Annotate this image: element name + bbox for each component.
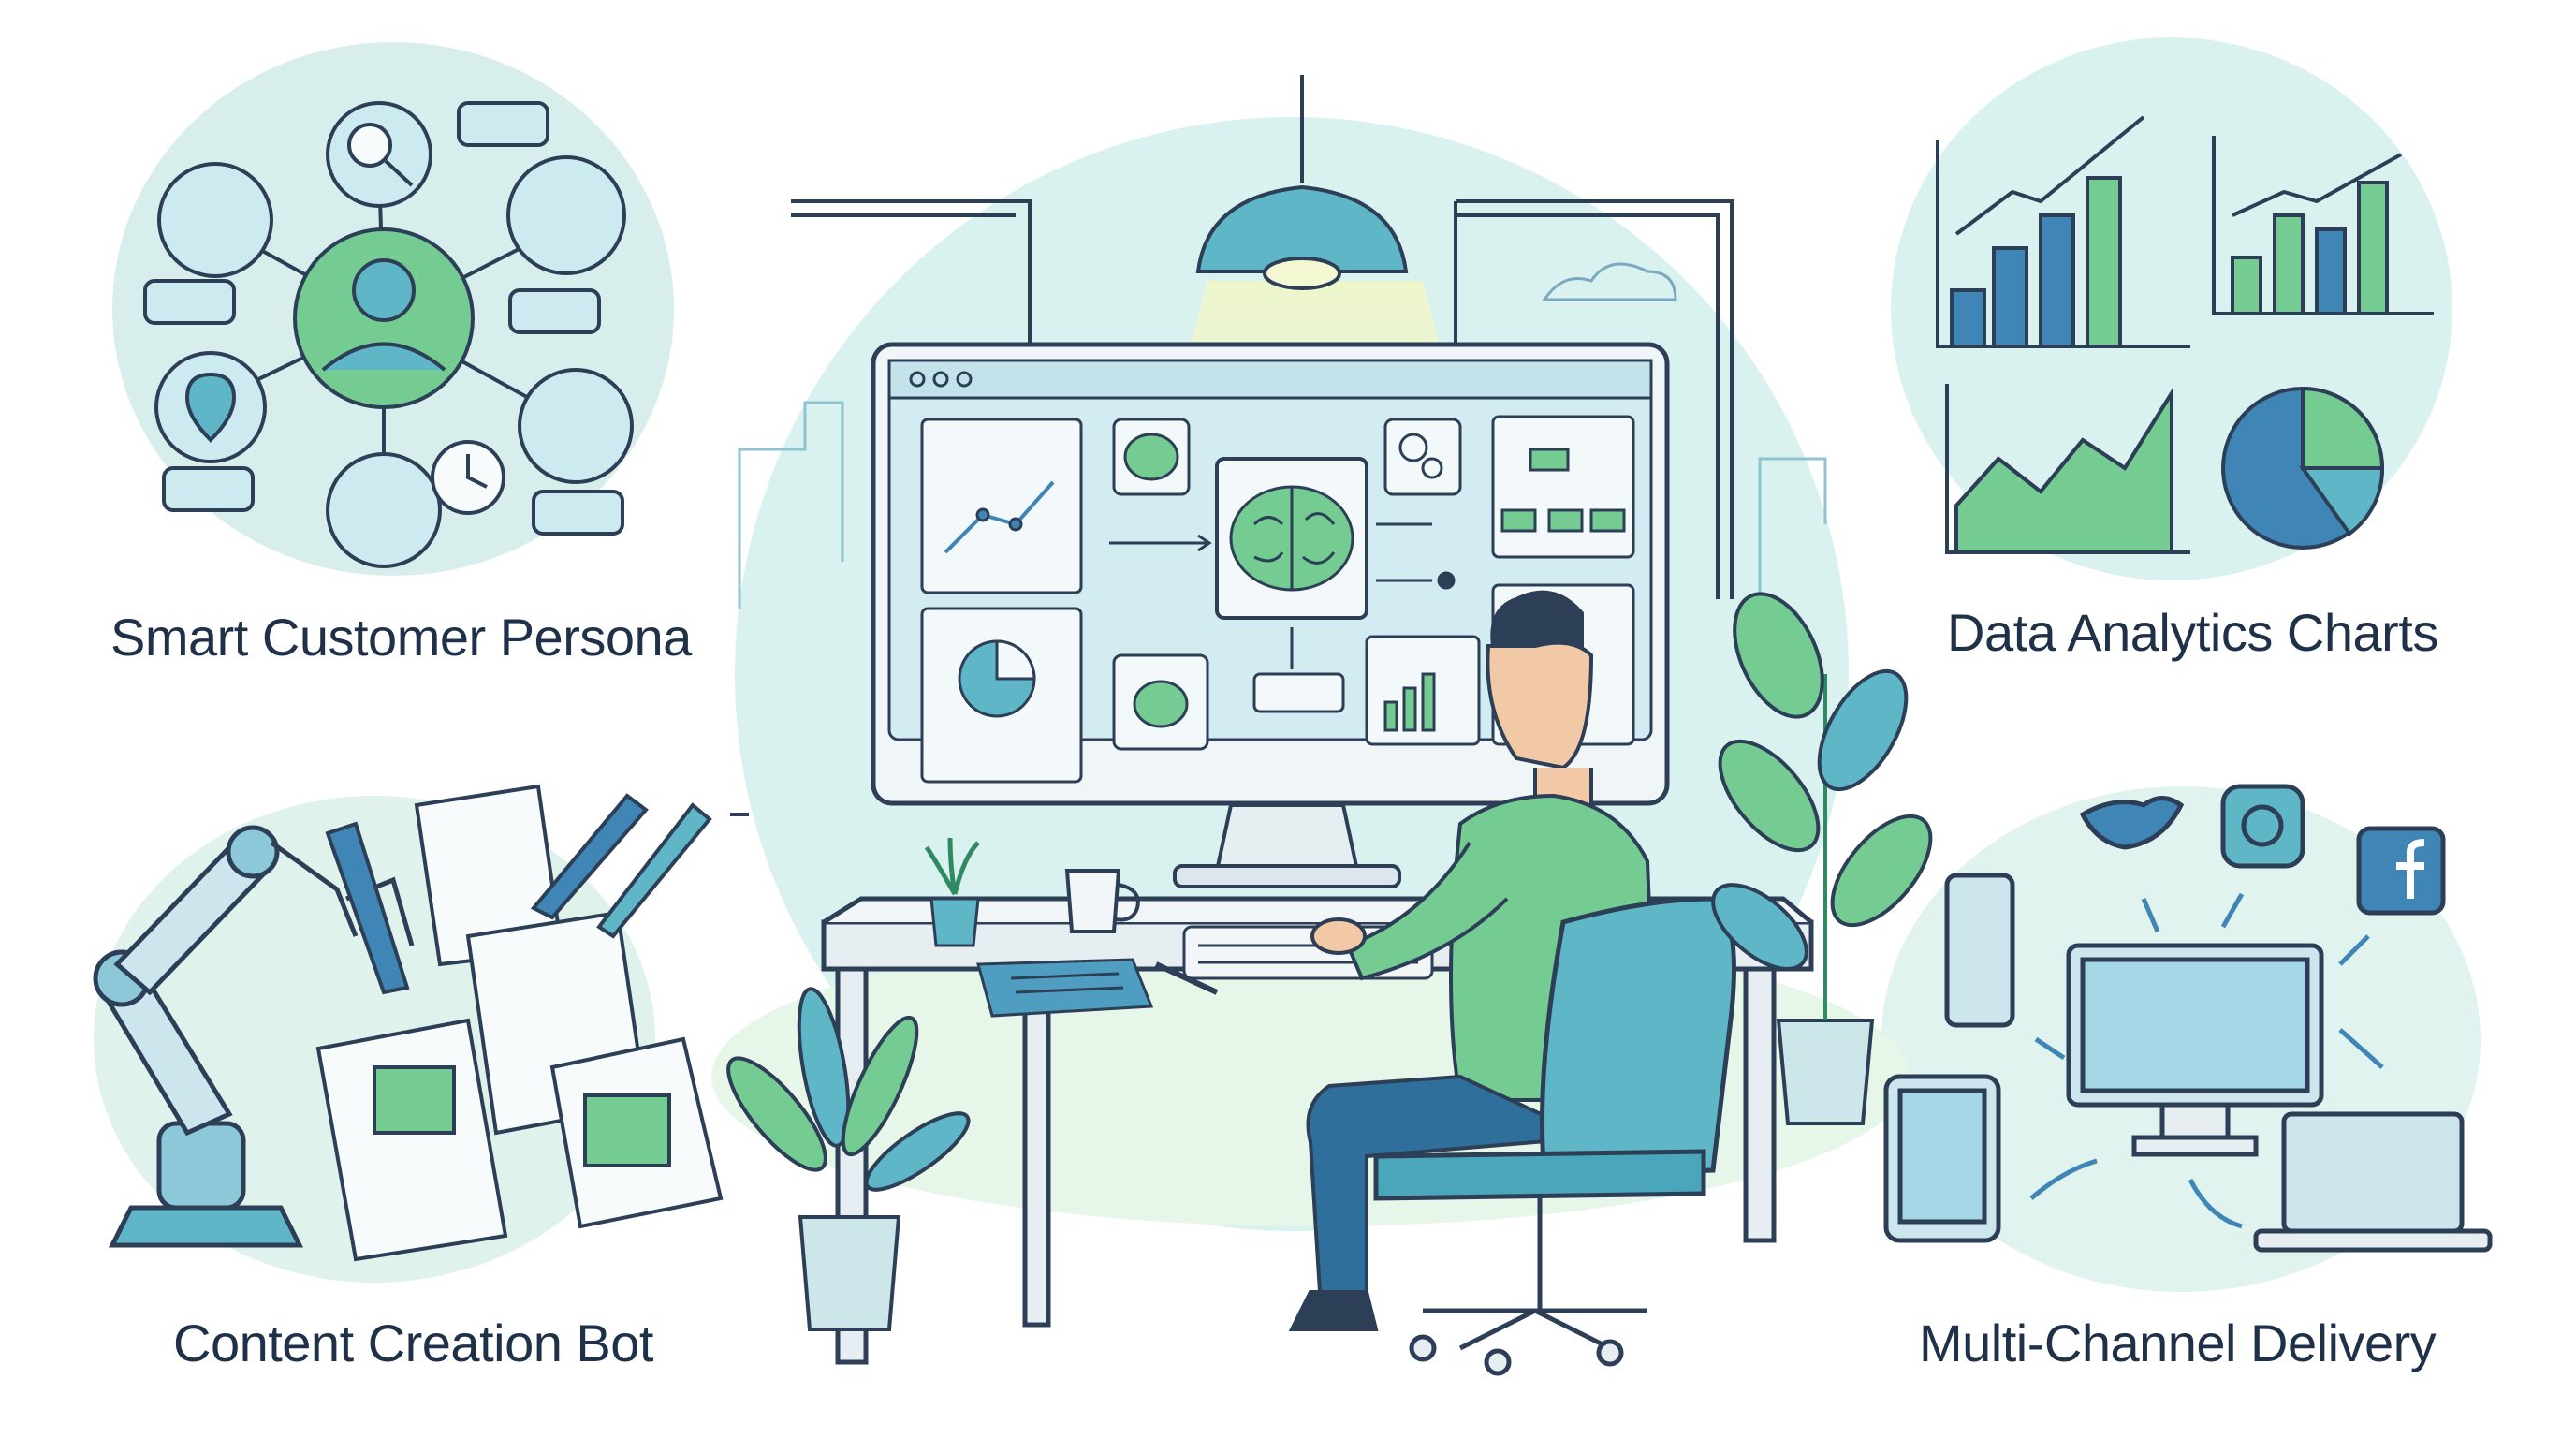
desktop-monitor — [871, 342, 1670, 888]
twitter-icon — [2079, 796, 2185, 850]
multi-channel-devices — [1883, 784, 2493, 1253]
plant-icon-large — [1711, 592, 1933, 1125]
coffee-mug-icon — [1064, 869, 1140, 933]
speech-bubble-icon — [457, 101, 549, 147]
smartphone-icon — [1944, 873, 2015, 1028]
plant-icon — [924, 837, 980, 947]
pendant-lamp-icon — [1195, 75, 1409, 290]
laptop-icon — [2281, 1111, 2465, 1234]
instagram-icon — [2220, 784, 2305, 869]
facebook-icon — [2356, 826, 2446, 916]
person-at-desk — [1288, 590, 1660, 1331]
line-chart-icon — [1945, 384, 2190, 554]
speech-bubble-icon — [532, 490, 624, 536]
room-lines — [730, 199, 1827, 816]
paper-scroll-icon — [315, 784, 724, 1262]
caption-content-creation-bot: Content Creation Bot — [173, 1313, 653, 1372]
pie-chart-icon — [2221, 386, 2385, 550]
gear-icon — [1398, 433, 1443, 479]
caption-smart-customer-persona: Smart Customer Persona — [110, 608, 692, 667]
speech-bubble-icon — [143, 279, 236, 325]
notebook — [976, 958, 1154, 1018]
caption-multi-channel-delivery: Multi-Channel Delivery — [1919, 1313, 2437, 1372]
head-brain-icon — [1133, 680, 1189, 728]
pen-icon — [325, 793, 712, 995]
speech-bubble-icon — [508, 288, 601, 334]
brain-icon — [1229, 485, 1354, 592]
analytics-charts — [1936, 115, 2434, 554]
speech-bubble-icon — [162, 466, 255, 512]
caption-data-analytics-charts: Data Analytics Charts — [1947, 603, 2438, 662]
bar-chart-icon — [1936, 115, 2190, 348]
brain-icon-small — [1123, 433, 1179, 481]
plant-icon-floor — [726, 987, 971, 1331]
user-icon — [157, 162, 273, 278]
robot-arm-icon — [93, 825, 415, 1248]
pen-icon — [1154, 961, 1219, 995]
office-chair-icon — [1373, 896, 1736, 1376]
bar-chart-icon — [2212, 136, 2434, 315]
user-icon — [326, 452, 442, 568]
user-icon — [518, 368, 634, 484]
persona-network — [143, 101, 634, 568]
user-icon — [506, 155, 626, 275]
